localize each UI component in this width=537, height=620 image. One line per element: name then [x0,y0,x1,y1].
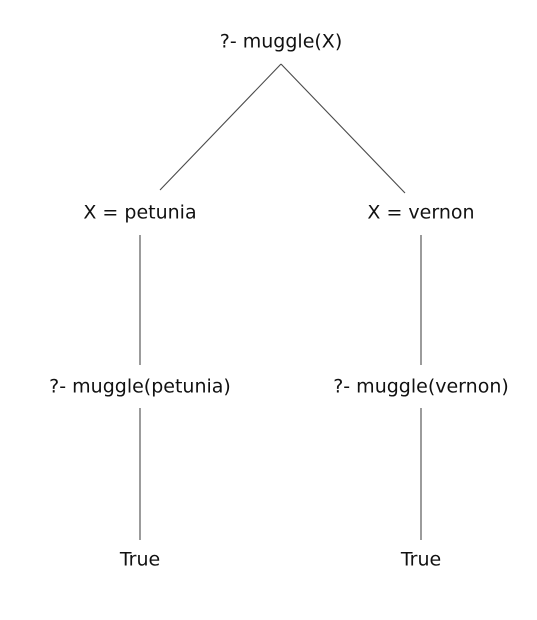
node-bind-petunia: X = petunia [83,202,196,224]
node-root: ?- muggle(X) [220,31,342,53]
edge-root-to-vernon [280,63,406,194]
node-true-left: True [119,549,160,571]
node-goal-petunia: ?- muggle(petunia) [49,376,231,398]
node-goal-vernon: ?- muggle(vernon) [333,376,509,398]
node-bind-vernon: X = vernon [367,202,474,224]
edge-root-to-petunia [159,63,282,191]
node-true-right: True [400,549,441,571]
